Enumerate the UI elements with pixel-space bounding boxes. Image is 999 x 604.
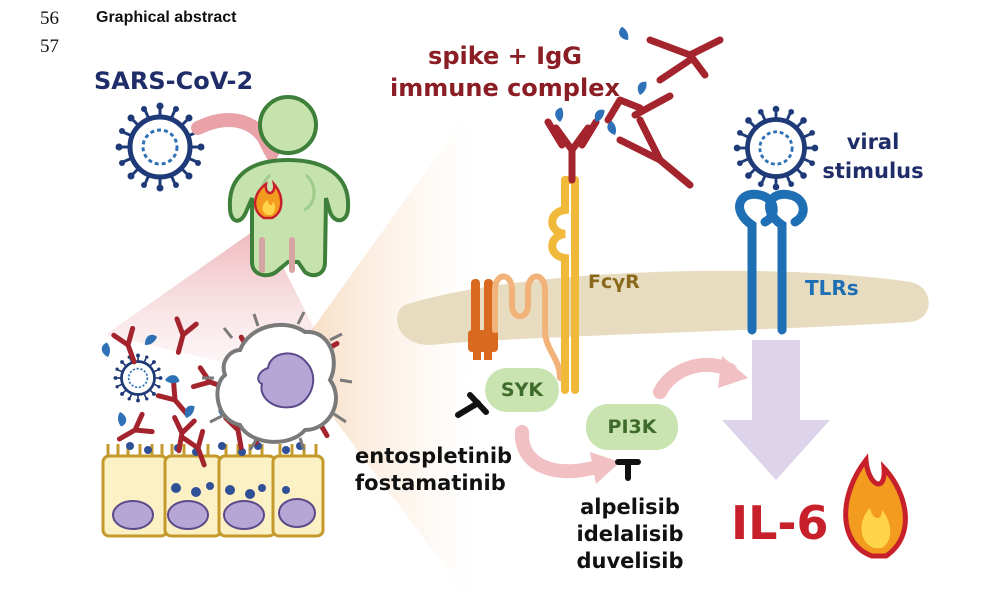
signal-arrow — [722, 340, 830, 480]
receptor-channel-icon — [468, 279, 498, 360]
drug-name: duvelisib — [576, 549, 684, 573]
immune-complex-label: spike + IgG immune complex — [380, 40, 630, 104]
tlrs-label: TLRs — [805, 276, 859, 300]
viral-stimulus-label: viral stimulus — [818, 128, 928, 186]
il6-label: IL-6 — [731, 496, 829, 550]
virus-icon — [112, 352, 164, 404]
viral-stimulus-line: viral — [846, 130, 900, 154]
line-number: 57 — [40, 36, 59, 57]
virus-icon — [116, 103, 205, 192]
syk-node: SYK — [485, 368, 559, 412]
macrophage-icon — [202, 311, 353, 451]
zoom-cone — [290, 110, 470, 600]
immune-complex-line: immune complex — [390, 74, 620, 102]
viral-stimulus-line: stimulus — [822, 159, 924, 183]
syk-to-pi3k-arrow — [515, 425, 607, 479]
fcgr-chain — [492, 273, 563, 381]
immune-complex-line: spike + IgG — [428, 42, 582, 70]
flame-icon — [254, 179, 283, 220]
drug-name: fostamatinib — [355, 471, 506, 495]
pi3k-inhibitor-list: alpelisib idelalisib duvelisib — [560, 494, 700, 575]
fcgr-label: FcγR — [588, 271, 640, 293]
syk-inhibitor-list: entospletinib fostamatinib — [355, 443, 513, 497]
antibody-icon — [544, 36, 724, 189]
virus-label: SARS-CoV-2 — [94, 67, 254, 95]
tlr-receptor — [735, 189, 808, 335]
section-heading: Graphical abstract — [96, 9, 237, 26]
pi3k-node: PI3K — [586, 404, 678, 450]
drug-name: idelalisib — [576, 522, 684, 546]
inhibitor-tbar-icon — [615, 459, 641, 481]
drug-name: entospletinib — [355, 444, 513, 468]
virus-icon — [734, 106, 819, 191]
flame-icon — [843, 453, 908, 559]
epithelial-cell-icon — [101, 442, 325, 538]
drug-name: alpelisib — [580, 495, 680, 519]
inhibitor-tbar-icon — [455, 392, 489, 418]
line-number: 56 — [40, 8, 59, 29]
